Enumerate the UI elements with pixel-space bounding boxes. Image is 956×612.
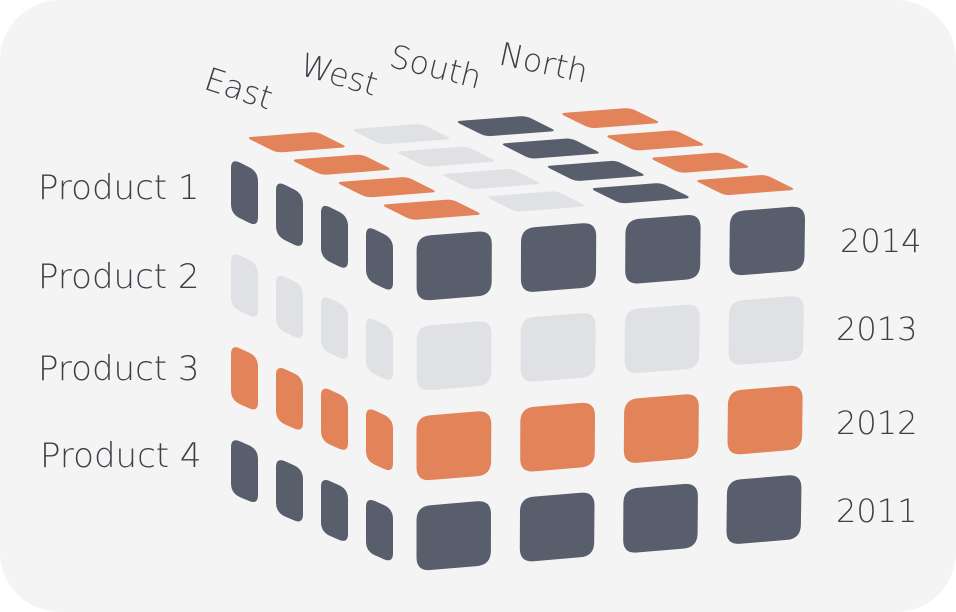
front-face-cell-r4-c1: [416, 501, 491, 571]
product-label-3: Product 3: [38, 349, 200, 389]
top-face-cell-r2-c1: [293, 154, 390, 175]
front-face-cell-r3-c3: [623, 394, 699, 463]
year-label-2014: 2014: [840, 222, 922, 260]
product-label-1: Product 1: [38, 168, 200, 208]
left-face: [231, 161, 393, 561]
left-face-cell-r2-c1: [231, 254, 258, 317]
left-face-cell-r1-c3: [321, 205, 348, 268]
left-face-cell-r2-c3: [321, 297, 348, 359]
product-label-4: Product 4: [40, 436, 202, 476]
top-face-cell-r1-c3: [457, 116, 554, 137]
top-face-cell-r4-c2: [488, 191, 585, 212]
left-face-cell-r1-c4: [366, 228, 393, 290]
top-face-cell-r3-c3: [547, 160, 644, 181]
top-face-cell-r4-c4: [697, 175, 794, 195]
front-face-cell-r4-c4: [726, 475, 802, 544]
left-face-cell-r4-c2: [276, 460, 303, 522]
top-face-cell-r4-c3: [592, 183, 689, 204]
year-label-2013: 2013: [836, 310, 918, 348]
top-face-cell-r2-c3: [502, 138, 599, 159]
year-label-2011: 2011: [836, 492, 918, 530]
left-face-cell-r4-c4: [366, 499, 393, 561]
left-face-cell-r1-c2: [276, 183, 303, 246]
left-face-cell-r3-c3: [321, 388, 348, 450]
left-face-cell-r4-c3: [321, 480, 348, 541]
top-face-cell-r1-c2: [353, 124, 450, 145]
top-face-cell-r4-c1: [383, 199, 480, 220]
top-face-cell-r2-c2: [398, 146, 495, 167]
front-face-cell-r1-c1: [416, 231, 492, 301]
front-face-cell-r2-c2: [520, 313, 596, 382]
front-face-cell-r3-c1: [416, 411, 492, 481]
top-face-cell-r3-c1: [338, 177, 435, 198]
top-face-cell-r1-c4: [562, 108, 659, 129]
left-face-cell-r2-c4: [366, 318, 393, 380]
front-face-cell-r2-c1: [416, 321, 492, 391]
front-face-cell-r2-c3: [624, 304, 700, 374]
left-face-cell-r1-c1: [231, 161, 258, 225]
front-face: [416, 206, 806, 571]
top-face: [248, 108, 794, 220]
left-face-cell-r4-c1: [231, 440, 258, 503]
front-face-cell-r1-c3: [625, 215, 701, 284]
left-face-cell-r3-c2: [276, 367, 303, 430]
year-label-2012: 2012: [836, 404, 918, 442]
front-face-cell-r1-c4: [729, 206, 806, 276]
top-face-cell-r1-c1: [248, 132, 345, 153]
front-face-cell-r2-c4: [728, 296, 804, 365]
left-face-cell-r3-c4: [366, 409, 393, 471]
product-label-2: Product 2: [38, 257, 200, 297]
front-face-cell-r3-c2: [520, 402, 596, 472]
top-face-cell-r3-c4: [652, 152, 749, 173]
front-face-cell-r1-c2: [520, 223, 597, 292]
front-face-cell-r4-c2: [519, 492, 595, 562]
left-face-cell-r2-c2: [276, 275, 303, 338]
front-face-cell-r3-c4: [727, 385, 803, 455]
front-face-cell-r4-c3: [623, 483, 698, 553]
top-face-cell-r3-c2: [443, 169, 540, 189]
left-face-cell-r3-c1: [231, 347, 258, 410]
top-face-cell-r2-c4: [607, 130, 704, 151]
